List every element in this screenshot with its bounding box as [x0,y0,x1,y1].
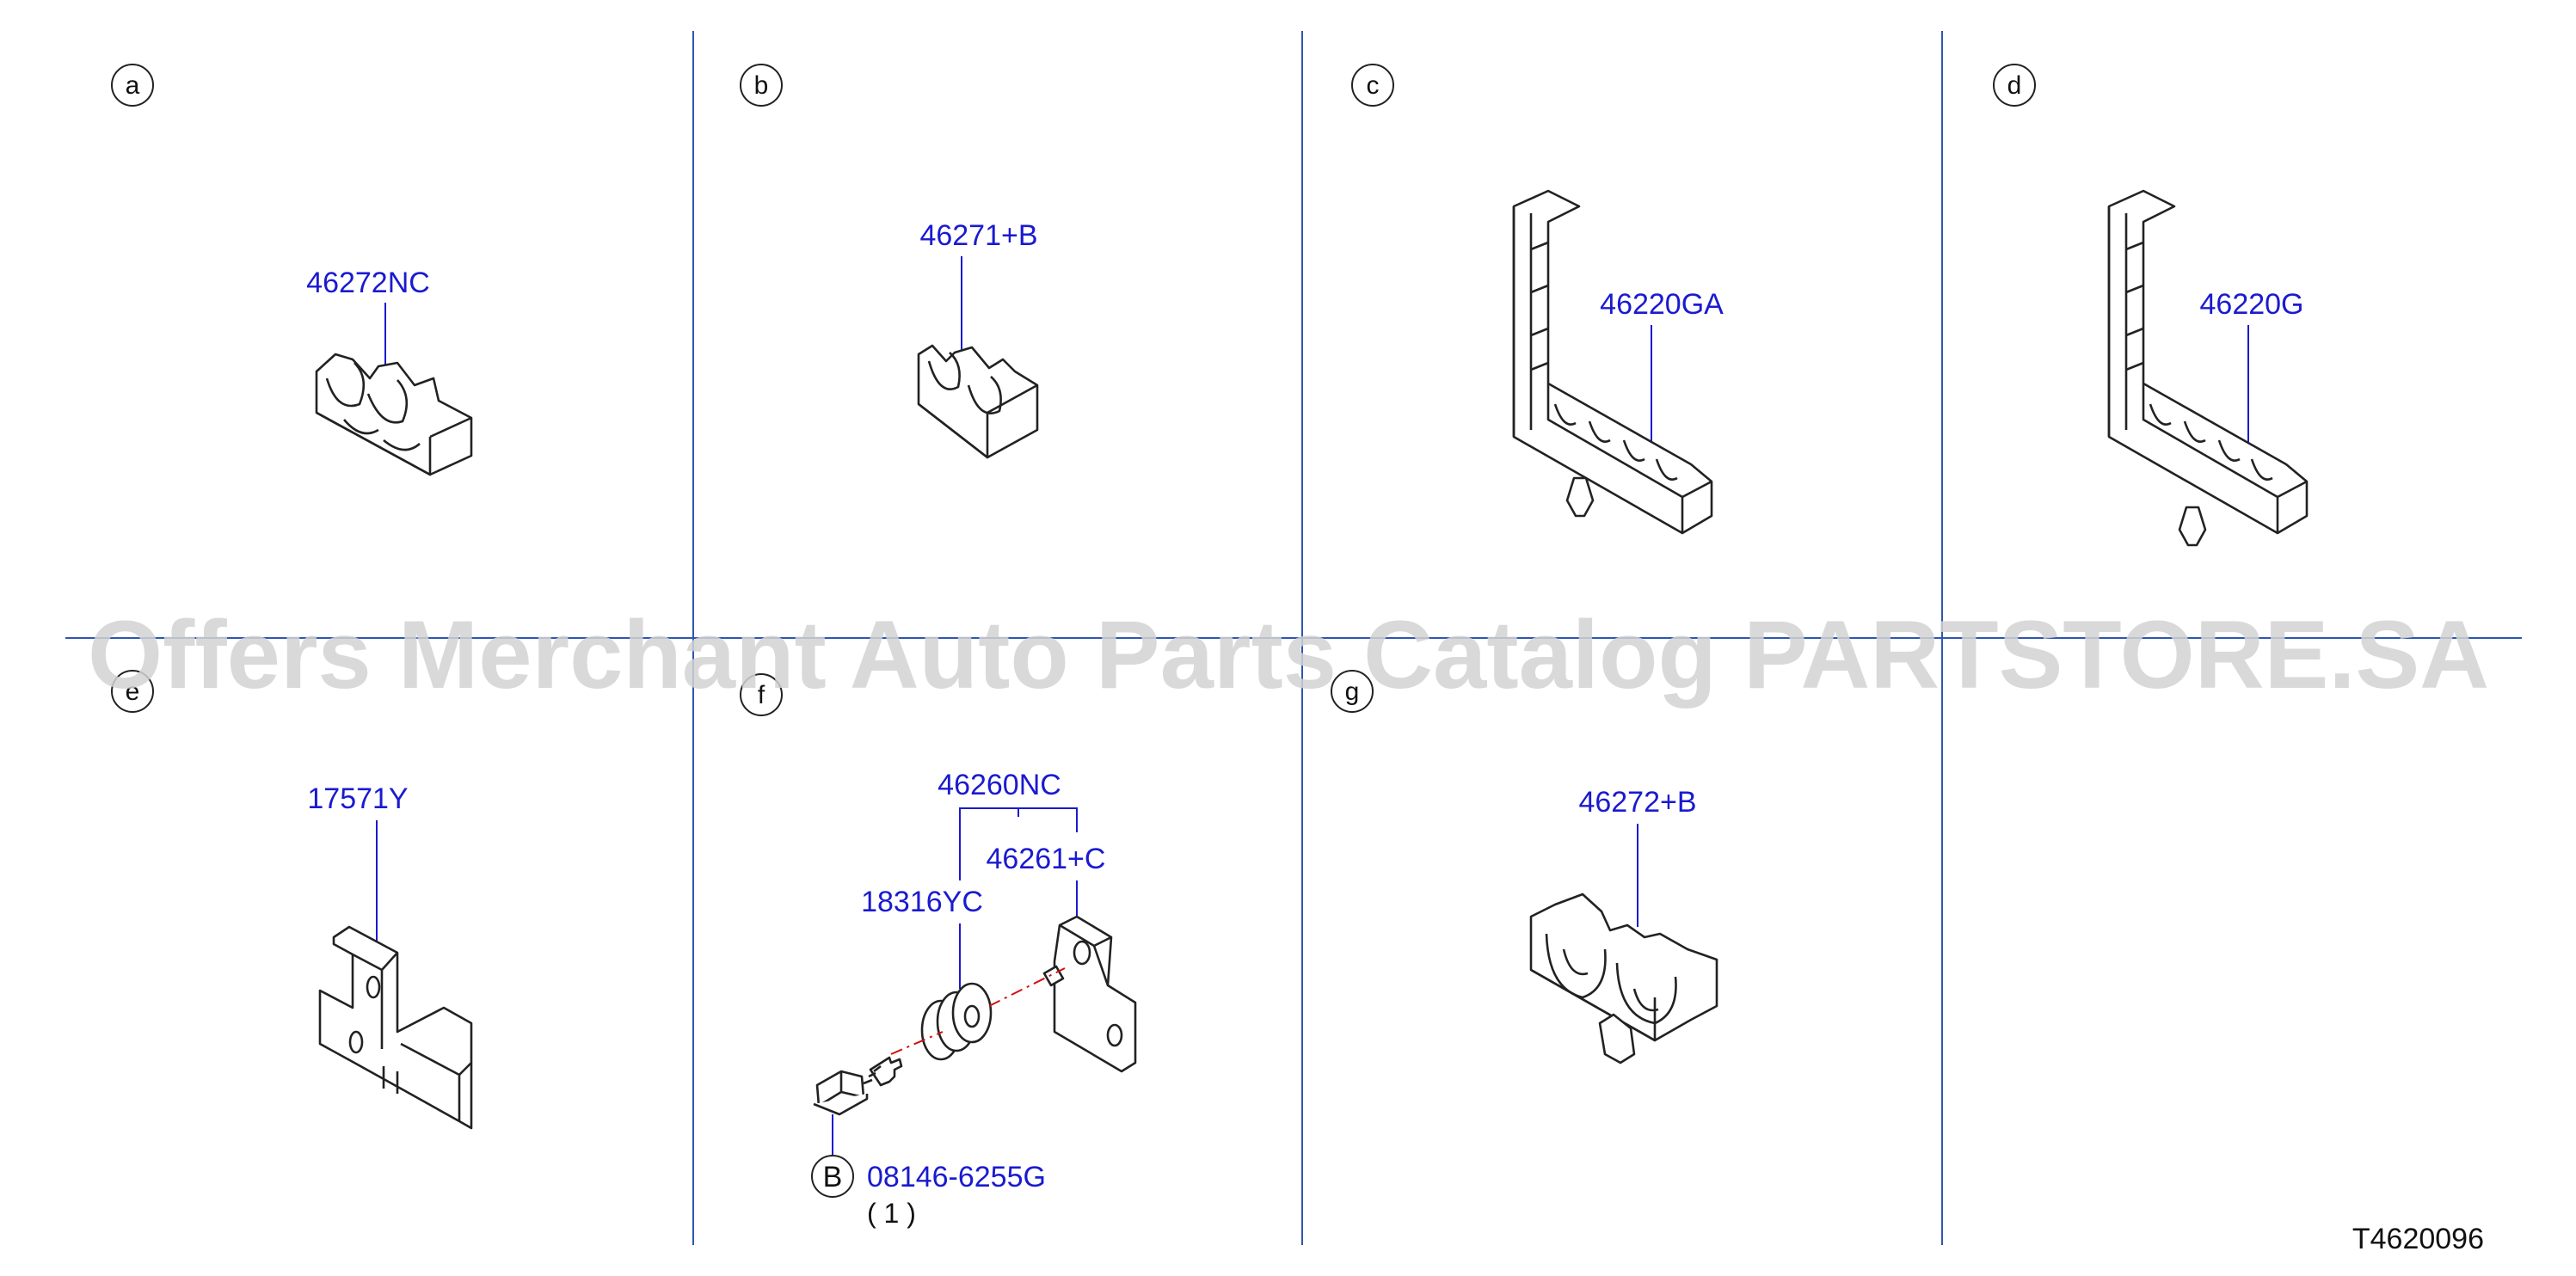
panel-letter-circle [111,670,154,713]
panel-letter-circle [111,64,154,107]
grommet-icon [920,982,993,1061]
panel-letter-circle [740,673,783,716]
panel-letter: c [1367,71,1380,100]
part-label-46220G[interactable]: 46220G [2200,288,2304,321]
centerline [988,967,1066,1007]
panel-letter: f [758,681,765,709]
panel-letter: e [126,678,140,706]
part-label-17571Y[interactable]: 17571Y [307,782,408,815]
part-label-46271+B[interactable]: 46271+B [919,219,1037,252]
bracket-icon [318,925,473,1130]
bolt-icon [813,1056,903,1116]
panel-b: b 46271+B [740,64,1039,459]
panel-letter: g [1345,678,1360,706]
panel-letter: b [754,71,769,100]
part-label-46260NC[interactable]: 46260NC [938,769,1061,801]
part-label-46272NC[interactable]: 46272NC [306,267,430,299]
part-label-46261+C[interactable]: 46261+C [987,843,1106,875]
pipe-clamp-icon [315,353,473,476]
part-label-18316YC[interactable]: 18316YC [861,886,983,918]
panel-d: d 46220G [1993,64,2309,547]
centerline [890,1031,944,1055]
watermark-text: Offers Merchant Auto Parts Catalog PARTS… [88,601,2489,709]
callout-circle [811,1155,854,1198]
panel-letter-circle [740,64,783,107]
multi-pipe-clamp-icon [1512,189,1713,535]
panel-c: c 46220GA [1351,64,1724,535]
panel-letter: d [2007,71,2022,100]
bracket-icon [1042,915,1137,1073]
multi-pipe-clamp-icon [2107,189,2309,547]
panel-f: f 46260NC 46261+C 18316YC [740,673,1137,1229]
quantity-label: ( 1 ) [867,1198,916,1229]
part-label-46272+B[interactable]: 46272+B [1578,786,1696,819]
panel-e: e 17571Y [111,670,473,1130]
panel-letter: a [126,71,140,100]
pipe-clamp-icon [1529,893,1718,1064]
panel-letter-circle [1993,64,2036,107]
panel-letter-circle [1331,670,1374,713]
panel-g: g 46272+B [1331,670,1718,1064]
part-label-46220GA[interactable]: 46220GA [1600,288,1724,321]
callout-letter: B [823,1161,843,1193]
panel-dividers [65,31,2522,1245]
diagram-code: T4620096 [2352,1223,2484,1255]
panel-letter-circle [1351,64,1394,107]
part-label-08146-6255G[interactable]: 08146-6255G [867,1161,1046,1193]
panel-a: a 46272NC [111,64,473,476]
pipe-clamp-icon [917,344,1039,459]
